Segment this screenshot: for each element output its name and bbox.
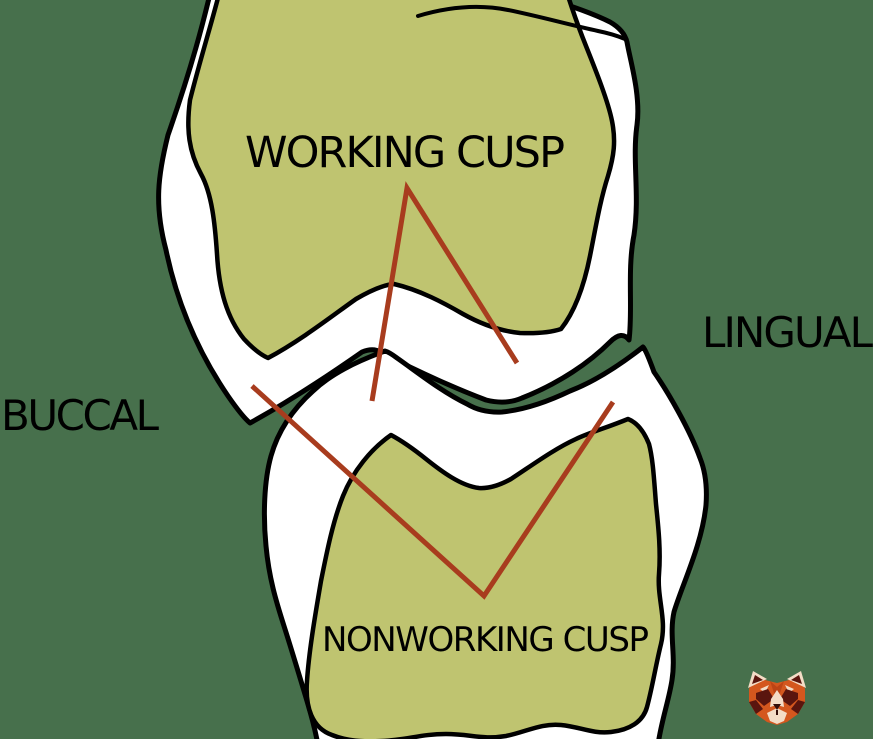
upper-tooth-crown-crease: [416, 4, 627, 41]
red-panda-icon: [748, 671, 806, 725]
panda-mouth: [776, 710, 778, 715]
panda-chin: [767, 708, 787, 724]
panda-muzzle: [770, 690, 784, 707]
panda-cheek-left: [749, 700, 763, 714]
panda-eye-patch-left: [756, 689, 774, 706]
working-cusp-pointer-line: [369, 181, 520, 402]
panda-ear-left-inner: [752, 675, 763, 684]
panda-brow-left: [760, 685, 769, 693]
panda-ear-right-inner: [791, 675, 802, 684]
panda-cheek-right: [791, 700, 805, 714]
lingual-label: LINGUAL: [702, 308, 873, 357]
panda-nose: [773, 704, 781, 710]
panda-eye-patch-right: [780, 689, 798, 706]
panda-brow-right: [785, 685, 794, 693]
nonworking-cusp-label: NONWORKING CUSP: [322, 620, 649, 660]
lower-tooth-occlusal-surface: [304, 416, 666, 739]
buccal-label: BUCCAL: [1, 391, 160, 440]
upper-tooth-occlusal-surface: [186, 0, 617, 361]
panda-forehead: [770, 681, 784, 696]
working-cusp-label: WORKING CUSP: [245, 128, 565, 178]
nonworking-cusp-pointer-line: [250, 384, 616, 600]
